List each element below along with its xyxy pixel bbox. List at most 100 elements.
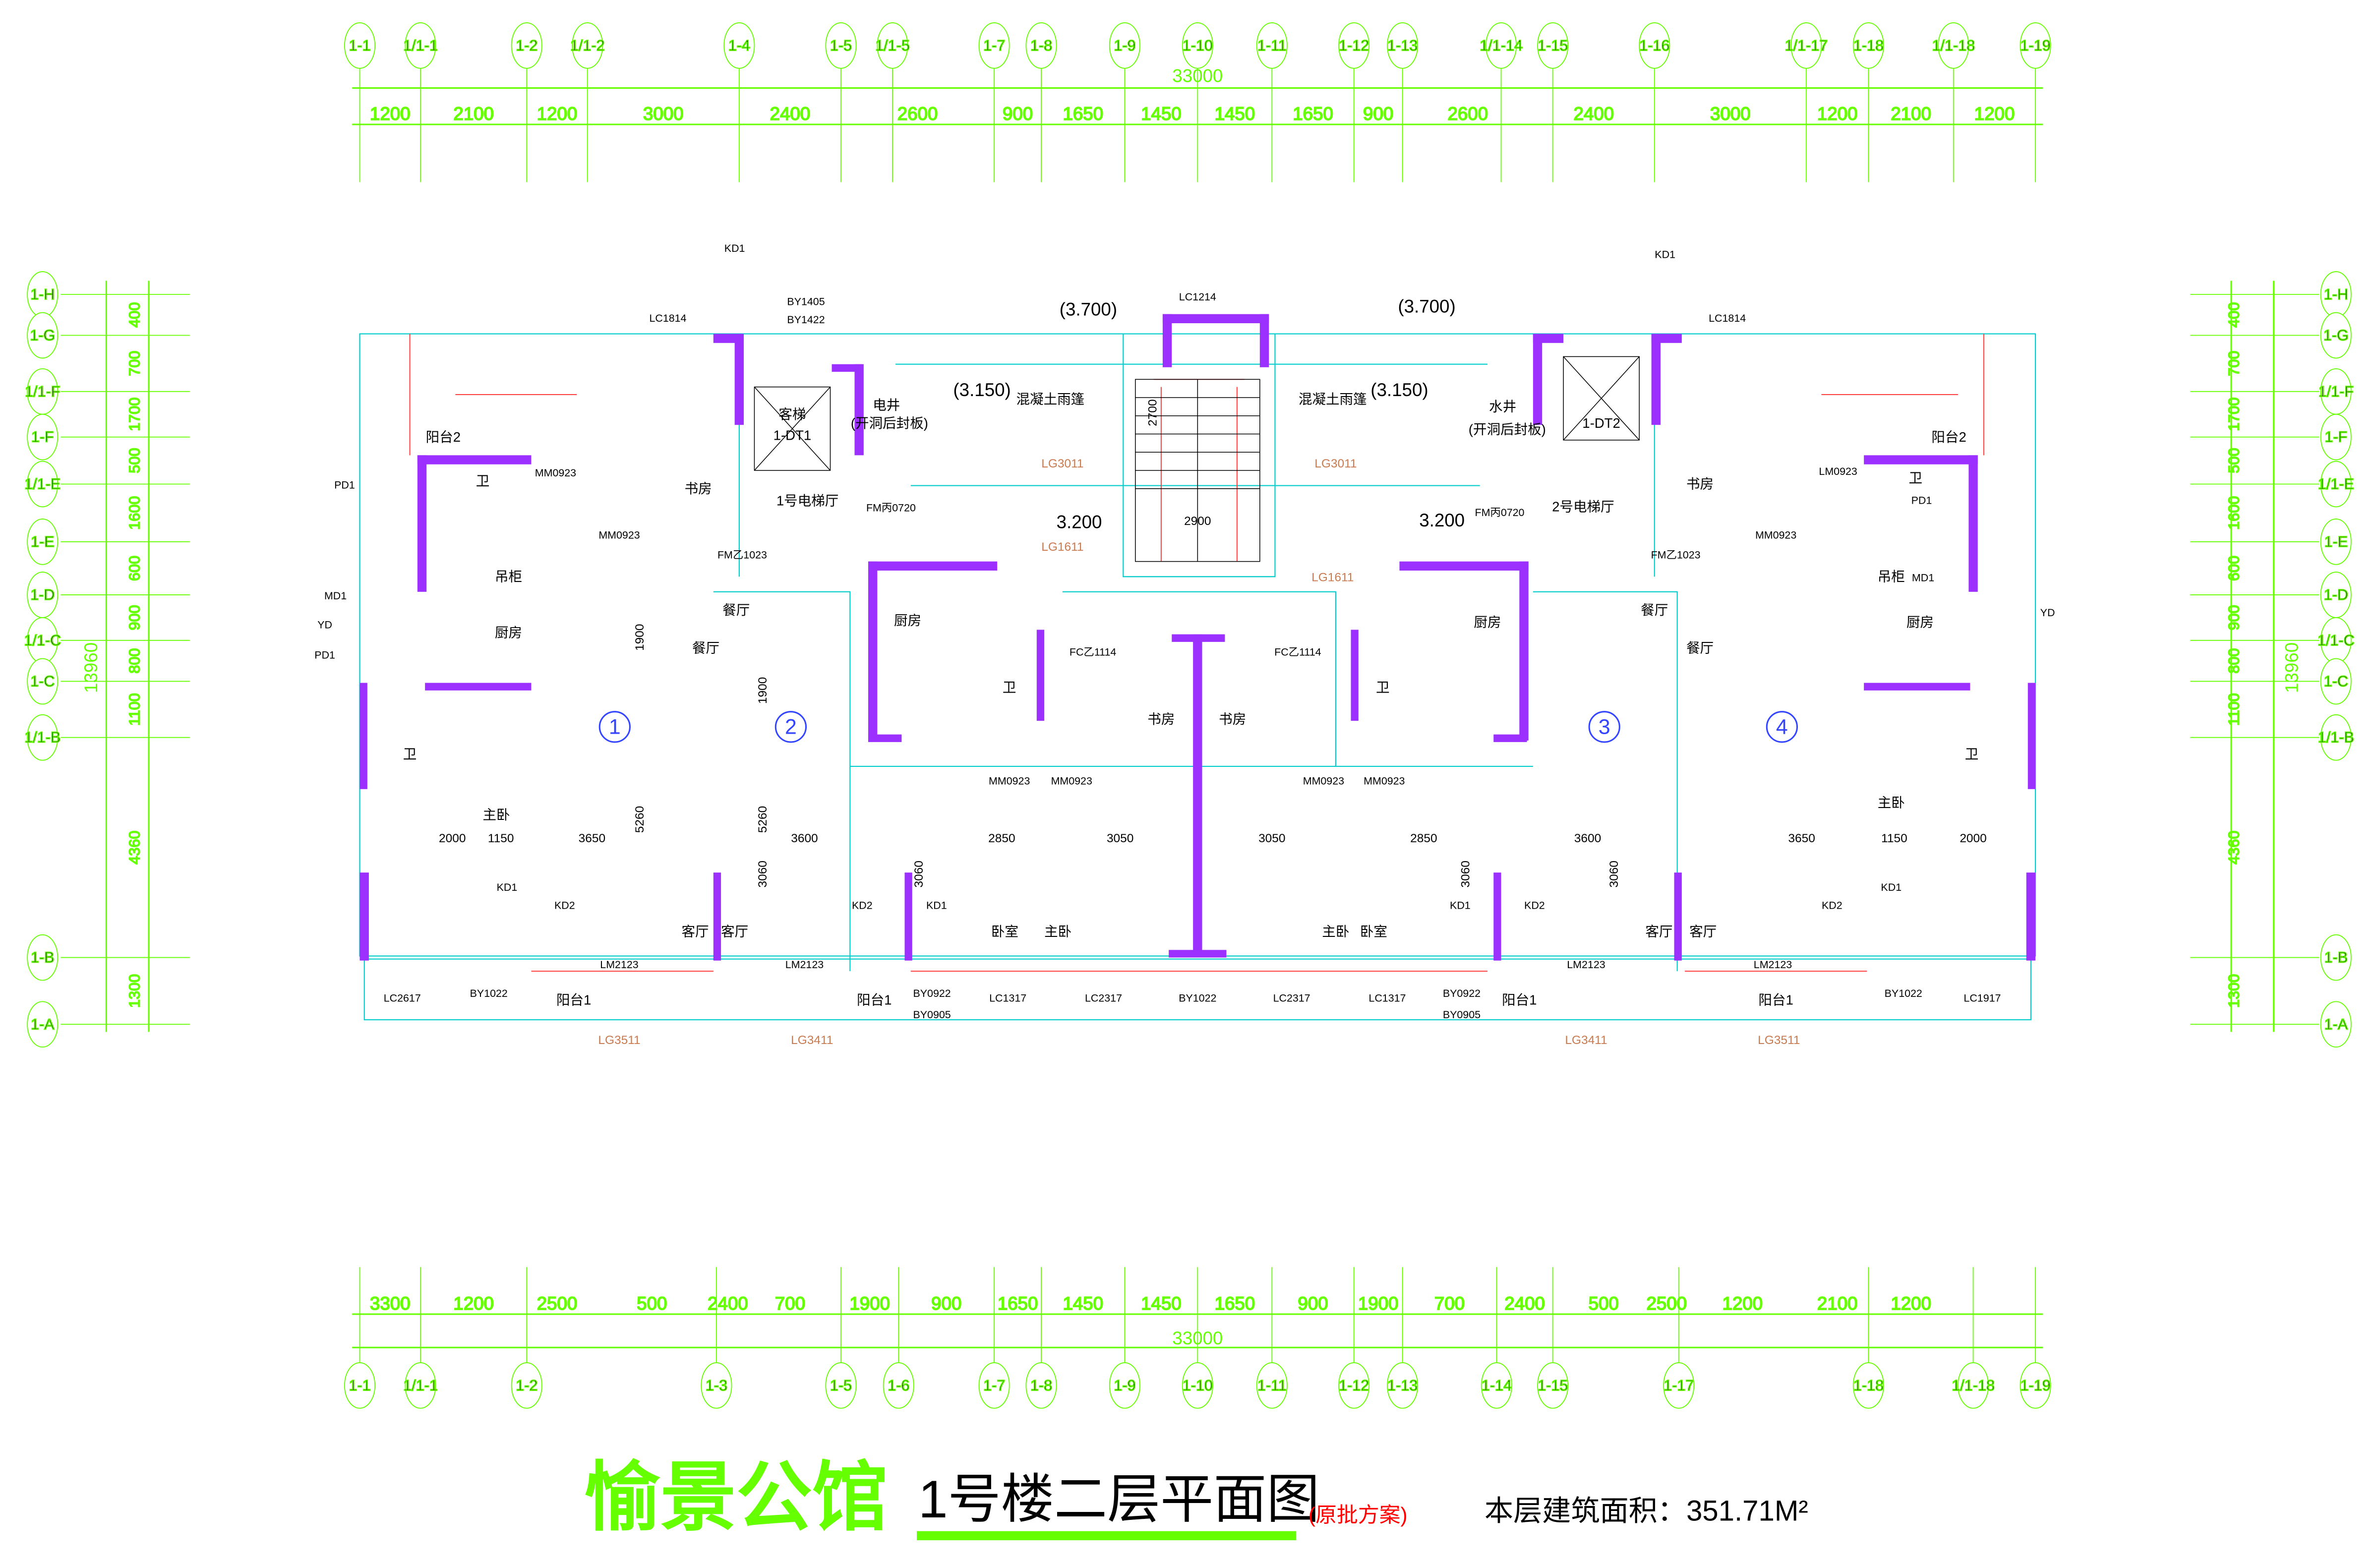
top-dimension: 3000: [643, 104, 684, 124]
top-dimension: 3000: [1710, 104, 1751, 124]
axis-label-bottom-bubble: [883, 1362, 914, 1409]
opening-tag: LC1814: [649, 312, 686, 324]
bottom-dimension: 700: [1434, 1293, 1465, 1314]
opening-tag: KD1: [497, 881, 518, 893]
internal-dimension: 3050: [1107, 832, 1133, 845]
lintel-label: LG3511: [598, 1034, 640, 1047]
axis-label-right-bubble: [2320, 658, 2352, 705]
bottom-dimension: 900: [1298, 1293, 1328, 1314]
top-dimension: 2600: [897, 104, 938, 124]
axis-label-bottom-bubble: [344, 1362, 376, 1409]
top-total-dimension: 33000: [1172, 65, 1223, 86]
approval-note: (原批方案): [1309, 1503, 1408, 1527]
internal-dimension: 5260: [756, 806, 770, 833]
opening-tag: FM乙1023: [717, 549, 767, 561]
axis-label-bottom: 1-3: [706, 1377, 727, 1394]
axis-label-top: 1-4: [728, 37, 750, 54]
title-underline: [916, 1531, 1297, 1541]
room-label: 书房: [1147, 711, 1175, 727]
axis-label-bottom: 1-7: [983, 1377, 1005, 1394]
room-label: 餐厅: [1686, 640, 1714, 655]
left-dimension: 700: [126, 351, 143, 376]
axis-label-top: 1-9: [1114, 37, 1135, 54]
lintel-label: LG3411: [1565, 1034, 1607, 1047]
top-dimension: 1200: [1974, 104, 2015, 124]
top-dimension: 2100: [453, 104, 494, 124]
internal-dimension: 3600: [1574, 832, 1601, 845]
top-dimension: 1200: [537, 104, 578, 124]
elevators: [754, 356, 1640, 471]
internal-dimension: 2900: [1184, 515, 1211, 528]
bottom-dimension: 700: [775, 1293, 805, 1314]
top-dimension: 2100: [1891, 104, 1931, 124]
axis-label-top: 1-10: [1183, 37, 1213, 54]
axis-label-top: 1/1-17: [1785, 37, 1828, 54]
opening-tag: MM0923: [989, 775, 1030, 787]
axis-label-top: 1-5: [830, 37, 852, 54]
right-dimension: 4360: [2225, 831, 2242, 865]
opening-tag: KD1: [1655, 248, 1675, 260]
opening-tag: KD2: [852, 900, 873, 912]
left-dimension: 500: [126, 448, 143, 473]
axis-label-right-bubble: [2320, 413, 2352, 461]
bottom-dimension: 1900: [849, 1293, 890, 1314]
axis-label-right-bubble: [2320, 714, 2352, 761]
axis-label-bottom-bubble: [1025, 1362, 1057, 1409]
axis-label-bottom: 1-9: [1114, 1377, 1135, 1394]
axis-label-bottom-bubble: [1338, 1362, 1370, 1409]
top-dimension: 1450: [1214, 104, 1255, 124]
room-label: 餐厅: [1641, 602, 1668, 618]
unit-number: 1: [609, 715, 621, 739]
internal-dimension: 1900: [756, 677, 770, 704]
room-label: 主卧: [1044, 924, 1071, 939]
axis-label-right: 1-E: [2324, 533, 2348, 550]
bottom-dimension: 1200: [453, 1293, 494, 1314]
axis-label-top-bubble: [1025, 22, 1057, 69]
room-label: 厨房: [495, 625, 522, 640]
elevation-label: (3.150): [1370, 380, 1428, 400]
axis-label-bottom-bubble: [1958, 1362, 1989, 1409]
room-label: 混凝土雨篷: [1016, 391, 1084, 406]
axis-label-top-bubble: [1109, 22, 1140, 69]
stair: [1135, 379, 1260, 562]
internal-dimension: 2850: [988, 832, 1015, 845]
axis-label-bottom: 1-13: [1387, 1377, 1418, 1394]
internal-dimension: 3650: [1788, 832, 1815, 845]
internal-dimension: 1900: [633, 624, 647, 650]
axis-label-left: 1-F: [31, 429, 54, 446]
bottom-dimension: 1900: [1358, 1293, 1399, 1314]
axis-label-left-bubble: [27, 461, 59, 508]
unit-number: 2: [785, 715, 797, 739]
bottom-dimension: 2500: [537, 1293, 578, 1314]
bottom-dimension: 2100: [1817, 1293, 1858, 1314]
room-label: 1-DT2: [1582, 415, 1620, 431]
opening-tag: MD1: [324, 590, 347, 602]
bottom-dimension: 2400: [1504, 1293, 1545, 1314]
top-dimension: 1450: [1141, 104, 1182, 124]
axis-label-top: 1-18: [1853, 37, 1884, 54]
opening-tag: LC1814: [1709, 312, 1746, 324]
right-dimension: 400: [2225, 302, 2242, 328]
axis-label-top: 1-8: [1030, 37, 1052, 54]
unit-number: 4: [1776, 715, 1788, 739]
axis-label-top-bubble: [1537, 22, 1569, 69]
axis-label-right: 1/1-F: [2318, 383, 2353, 400]
bottom-total-dimension: 33000: [1172, 1328, 1223, 1348]
axis-label-right-bubble: [2320, 461, 2352, 508]
room-label: 卫: [476, 473, 490, 489]
axis-label-top: 1/1-5: [875, 37, 910, 54]
axis-label-bottom: 1-2: [516, 1377, 537, 1394]
internal-dimension: 3060: [1459, 861, 1472, 887]
bottom-dimension: 1200: [1891, 1293, 1931, 1314]
room-label: 卧室: [991, 924, 1018, 939]
building-outline: [359, 314, 2036, 1021]
room-label: 主卧: [1878, 795, 1905, 810]
axis-label-bottom: 1-15: [1538, 1377, 1568, 1394]
room-label: 厨房: [1474, 614, 1501, 630]
axis-label-top-bubble: [877, 22, 908, 69]
opening-tag: KD1: [926, 900, 947, 912]
room-label: 吊柜: [1878, 569, 1905, 584]
axis-label-right-bubble: [2320, 934, 2352, 981]
